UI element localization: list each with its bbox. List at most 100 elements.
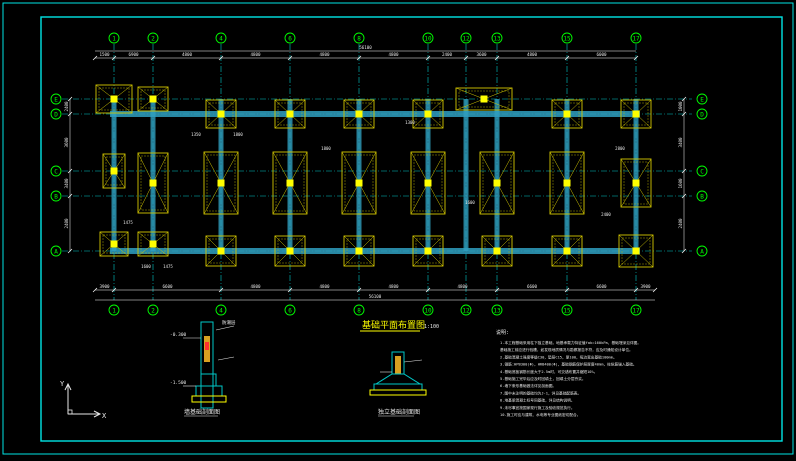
column-section [563, 110, 571, 118]
footing-outline [618, 234, 654, 268]
notes-line: 9.未尽事宜按国家现行施工及验收规范执行。 [500, 405, 575, 410]
dimension-tick [92, 55, 98, 61]
dimension-tick [356, 55, 362, 61]
axis-label-left: A [54, 248, 58, 255]
column-section [355, 247, 363, 255]
footing-inner-outline [277, 102, 303, 126]
footing-outline [412, 235, 444, 267]
dimension-tick [633, 55, 639, 61]
column-footing [102, 153, 126, 189]
column-footing [274, 99, 306, 129]
dimension-value: 4800 [457, 284, 468, 289]
axis-label-top-bubble [422, 32, 434, 44]
dimension-value: 6900 [128, 52, 139, 57]
footing-inner-outline [98, 87, 130, 111]
axis-label-right: B [700, 193, 704, 200]
axis-label-top: 6 [288, 35, 292, 42]
footing-inner-outline [484, 238, 510, 264]
foundation-beam-vertical [356, 99, 362, 251]
column-section [493, 179, 501, 187]
foundation-beam-vertical [218, 99, 224, 251]
notes-line: 5.基础施工完毕后应及时回填土，回填土分层夯实。 [500, 376, 586, 381]
axis-label-bottom: 1 [112, 307, 116, 314]
column-section [110, 240, 118, 248]
footing-outline [272, 151, 308, 215]
dimension-tick [681, 111, 687, 117]
ucs-x-label: X [102, 412, 107, 420]
footing-size-label: 1350 [191, 132, 201, 137]
wall-footing-section-detail: -0.300 -1.500 防潮层 墙基础剖面图 [170, 319, 236, 417]
footing-inner-outline [415, 238, 441, 264]
foundation-beam-vertical [494, 99, 500, 251]
column-footing [205, 235, 237, 267]
axis-label-top: 4 [219, 35, 223, 42]
column-section [424, 247, 432, 255]
axis-label-bottom: 10 [424, 307, 432, 314]
dimension-value-vertical: 3400 [678, 137, 683, 148]
axis-label-top: 1 [112, 35, 116, 42]
dimension-value: 2400 [442, 52, 453, 57]
footing-outline [137, 231, 169, 257]
footing-size-label: 1800 [233, 132, 243, 137]
footing-outline [274, 99, 306, 129]
dimension-value: 4800 [319, 52, 330, 57]
axis-label-top-bubble [630, 32, 642, 44]
axis-label-top-bubble [561, 32, 573, 44]
design-notes: 说明: 1.本工程基础采用柱下独立基础，地基承载力特征值fak=160kPa，基… [496, 329, 641, 417]
dimension-tick [681, 193, 687, 199]
dimension-tick [111, 287, 117, 293]
notes-heading: 说明: [496, 329, 509, 336]
axis-label-bottom-bubble [353, 304, 365, 316]
footing-size-label: 1475 [163, 264, 173, 269]
ucs-y-label: Y [60, 380, 65, 388]
axis-label-right-bubble [696, 108, 708, 120]
dimension-tick [92, 287, 98, 293]
footing-inner-outline [105, 156, 123, 186]
axis-label-bottom-bubble [147, 304, 159, 316]
dimension-value: 1500 [99, 52, 110, 57]
dimension-tick [425, 287, 431, 293]
axis-label-bottom-bubble [460, 304, 472, 316]
axis-label-left: B [54, 193, 58, 200]
footing-inner-outline [140, 234, 166, 254]
foundation-beam-vertical [287, 99, 293, 251]
column-section [563, 247, 571, 255]
footing-size-label: 1300 [405, 120, 415, 125]
foundation-beam-vertical [564, 99, 570, 251]
column-footing [481, 235, 513, 267]
dimension-value: 4800 [319, 284, 330, 289]
footing-outline [551, 235, 583, 267]
footing-inner-outline [621, 237, 651, 265]
column-section [110, 95, 118, 103]
column-section [424, 179, 432, 187]
notes-line: 2.基础混凝土强度等级C30，垫层C15，厚100，每边宽出基础100mm。 [500, 354, 617, 359]
dimension-tick [287, 55, 293, 61]
dimension-tick [681, 96, 687, 102]
column-footing [343, 235, 375, 267]
axis-label-top: 12 [462, 35, 470, 42]
axis-label-right: C [700, 168, 704, 175]
detail2-caption: 独立基础剖面图 [378, 408, 420, 416]
drawing-frame-inner [40, 16, 783, 442]
notes-line: 基础施工前应进行验槽，如发现地质情况与勘察报告不符，应及时通知设计单位。 [500, 347, 633, 352]
footing-inner-outline [140, 155, 166, 211]
footing-inner-outline [623, 102, 649, 126]
footing-outline [137, 152, 169, 214]
dimension-value: 3600 [476, 52, 487, 57]
foundation-beam-vertical [150, 99, 156, 251]
dimension-tick [67, 96, 73, 102]
footing-layer [95, 84, 654, 268]
axis-label-top-bubble [284, 32, 296, 44]
dimension-value: 4800 [388, 284, 399, 289]
axis-label-bottom: 2 [151, 307, 155, 314]
footing-inner-outline [208, 102, 234, 126]
footing-size-label: 1800 [321, 146, 331, 151]
notes-line: 10.施工时应与建筑、水电等专业图纸密切配合。 [500, 412, 580, 417]
isolated-footing-section-detail: 独立基础剖面图 [369, 351, 427, 417]
axis-label-top-bubble [147, 32, 159, 44]
dimension-value: 3900 [99, 284, 110, 289]
column-footing [620, 158, 652, 208]
